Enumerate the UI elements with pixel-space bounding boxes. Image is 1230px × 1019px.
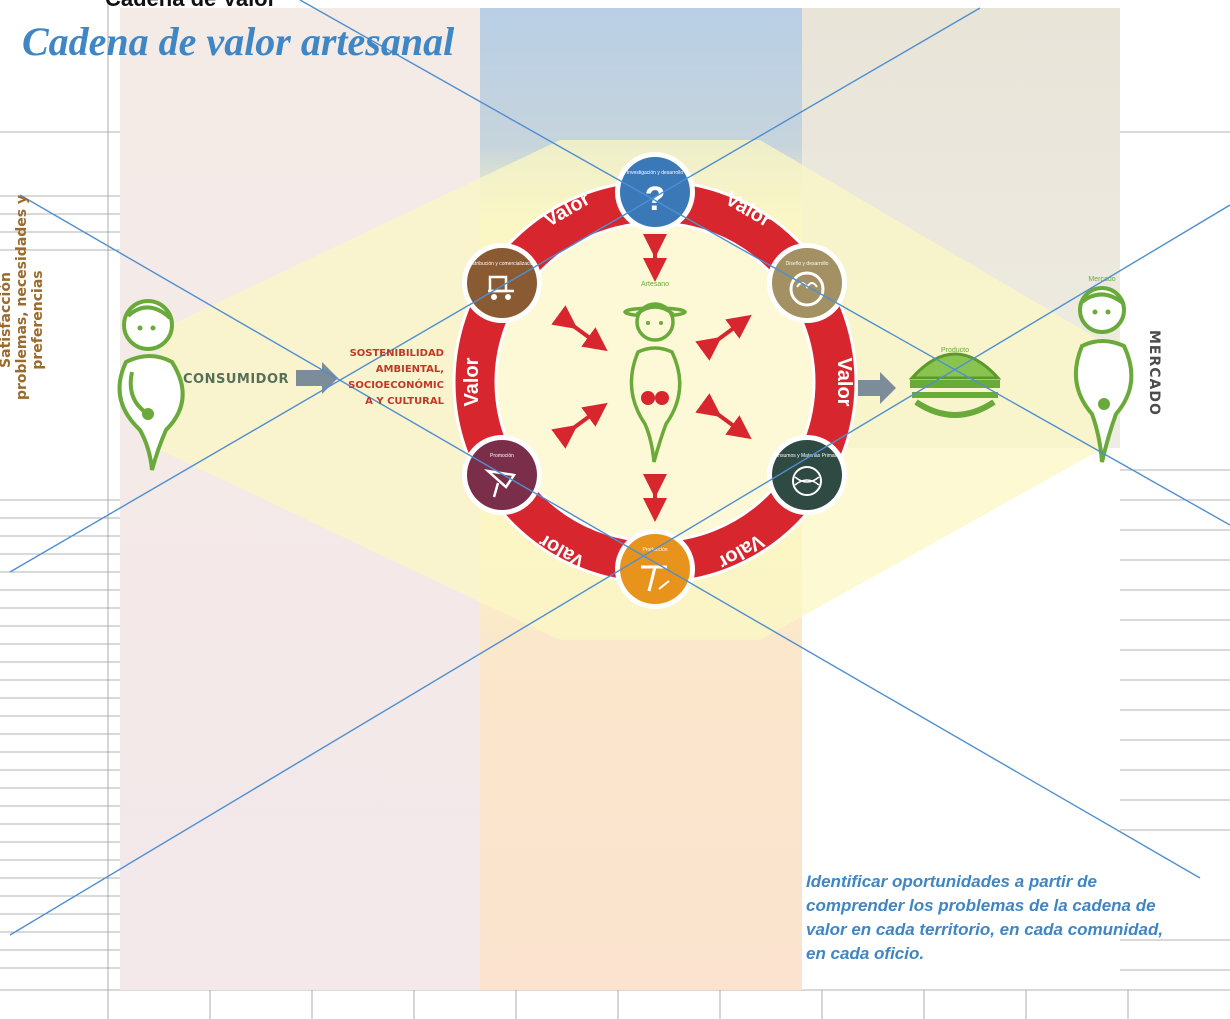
ring-node-bottom-right: Insumos y Materias Primas bbox=[767, 435, 847, 515]
product-label: Producto bbox=[941, 347, 969, 354]
ring-node-top-left: Distribución y comercialización bbox=[462, 243, 542, 323]
ring-node-label: Diseño y desarrollo bbox=[786, 261, 829, 267]
consumer-label: CONSUMIDOR bbox=[183, 372, 290, 387]
bottom-note: Identificar oportunidades a partir de co… bbox=[806, 870, 1222, 966]
market-figure-label: Mercado bbox=[1088, 276, 1115, 283]
bottom-note-line-1: Identificar oportunidades a partir de bbox=[806, 872, 1097, 891]
top-title: Cadena de Valor bbox=[105, 0, 276, 12]
sustainability-line-1: SOSTENIBILIDAD bbox=[349, 348, 444, 359]
ring-node-top: Investigación y desarrollo? bbox=[615, 152, 695, 232]
product-icon bbox=[908, 352, 1002, 418]
valor-label-6: Valor bbox=[461, 357, 483, 406]
satisfaction-line-2: problemas, necesidades y bbox=[14, 194, 30, 400]
bottom-note-line-3: valor en cada territorio, en cada comuni… bbox=[806, 920, 1164, 939]
ring-node-label: Distribución y comercialización bbox=[468, 261, 537, 267]
ring-node-label: Promoción bbox=[490, 453, 514, 459]
yarn-icon bbox=[792, 466, 822, 496]
page-title: Cadena de valor artesanal bbox=[22, 19, 455, 64]
arrow-product-icon bbox=[858, 372, 896, 404]
market-figure-icon bbox=[1074, 286, 1134, 463]
ring-node-bottom: Producción bbox=[615, 529, 695, 609]
market-vertical-label: MERCADO bbox=[1146, 330, 1162, 416]
bottom-note-line-4: en cada oficio. bbox=[806, 944, 925, 963]
ring-node-bottom-left: Promoción bbox=[462, 435, 542, 515]
sustainability-label: SOSTENIBILIDAD AMBIENTAL, SOCIOECONÓMIC … bbox=[338, 346, 444, 410]
ring-node-label: Producción bbox=[642, 547, 667, 553]
question-icon: ? bbox=[645, 180, 666, 218]
arrow-consumer-icon bbox=[296, 362, 338, 394]
cross-lines bbox=[9, 0, 1230, 936]
artisan-label: Artesano bbox=[641, 281, 669, 288]
sustainability-line-4: A Y CULTURAL bbox=[365, 396, 444, 407]
consumer-figure-icon bbox=[117, 299, 185, 471]
svg-text:?: ? bbox=[645, 180, 666, 218]
ring-node-label: Investigación y desarrollo bbox=[627, 170, 684, 176]
valor-label-3: Valor bbox=[833, 358, 855, 407]
ring-nodes: Investigación y desarrollo? Diseño y desa… bbox=[462, 152, 847, 609]
satisfaction-label: Satisfacción problemas, necesidades y pr… bbox=[0, 194, 46, 400]
sustainability-line-2: AMBIENTAL, bbox=[375, 364, 444, 375]
satisfaction-line-3: preferencias bbox=[30, 270, 46, 370]
bottom-note-line-2: comprender los problemas de la cadena de bbox=[806, 896, 1156, 915]
artisan-figure-icon bbox=[623, 302, 687, 463]
satisfaction-line-1: Satisfacción bbox=[0, 272, 14, 368]
center-arrows bbox=[551, 234, 752, 522]
ring-node-top-right: Diseño y desarrollo bbox=[767, 243, 847, 323]
sustainability-line-3: SOCIOECONÓMIC bbox=[348, 380, 444, 391]
ring-node-label: Insumos y Materias Primas bbox=[777, 453, 838, 459]
